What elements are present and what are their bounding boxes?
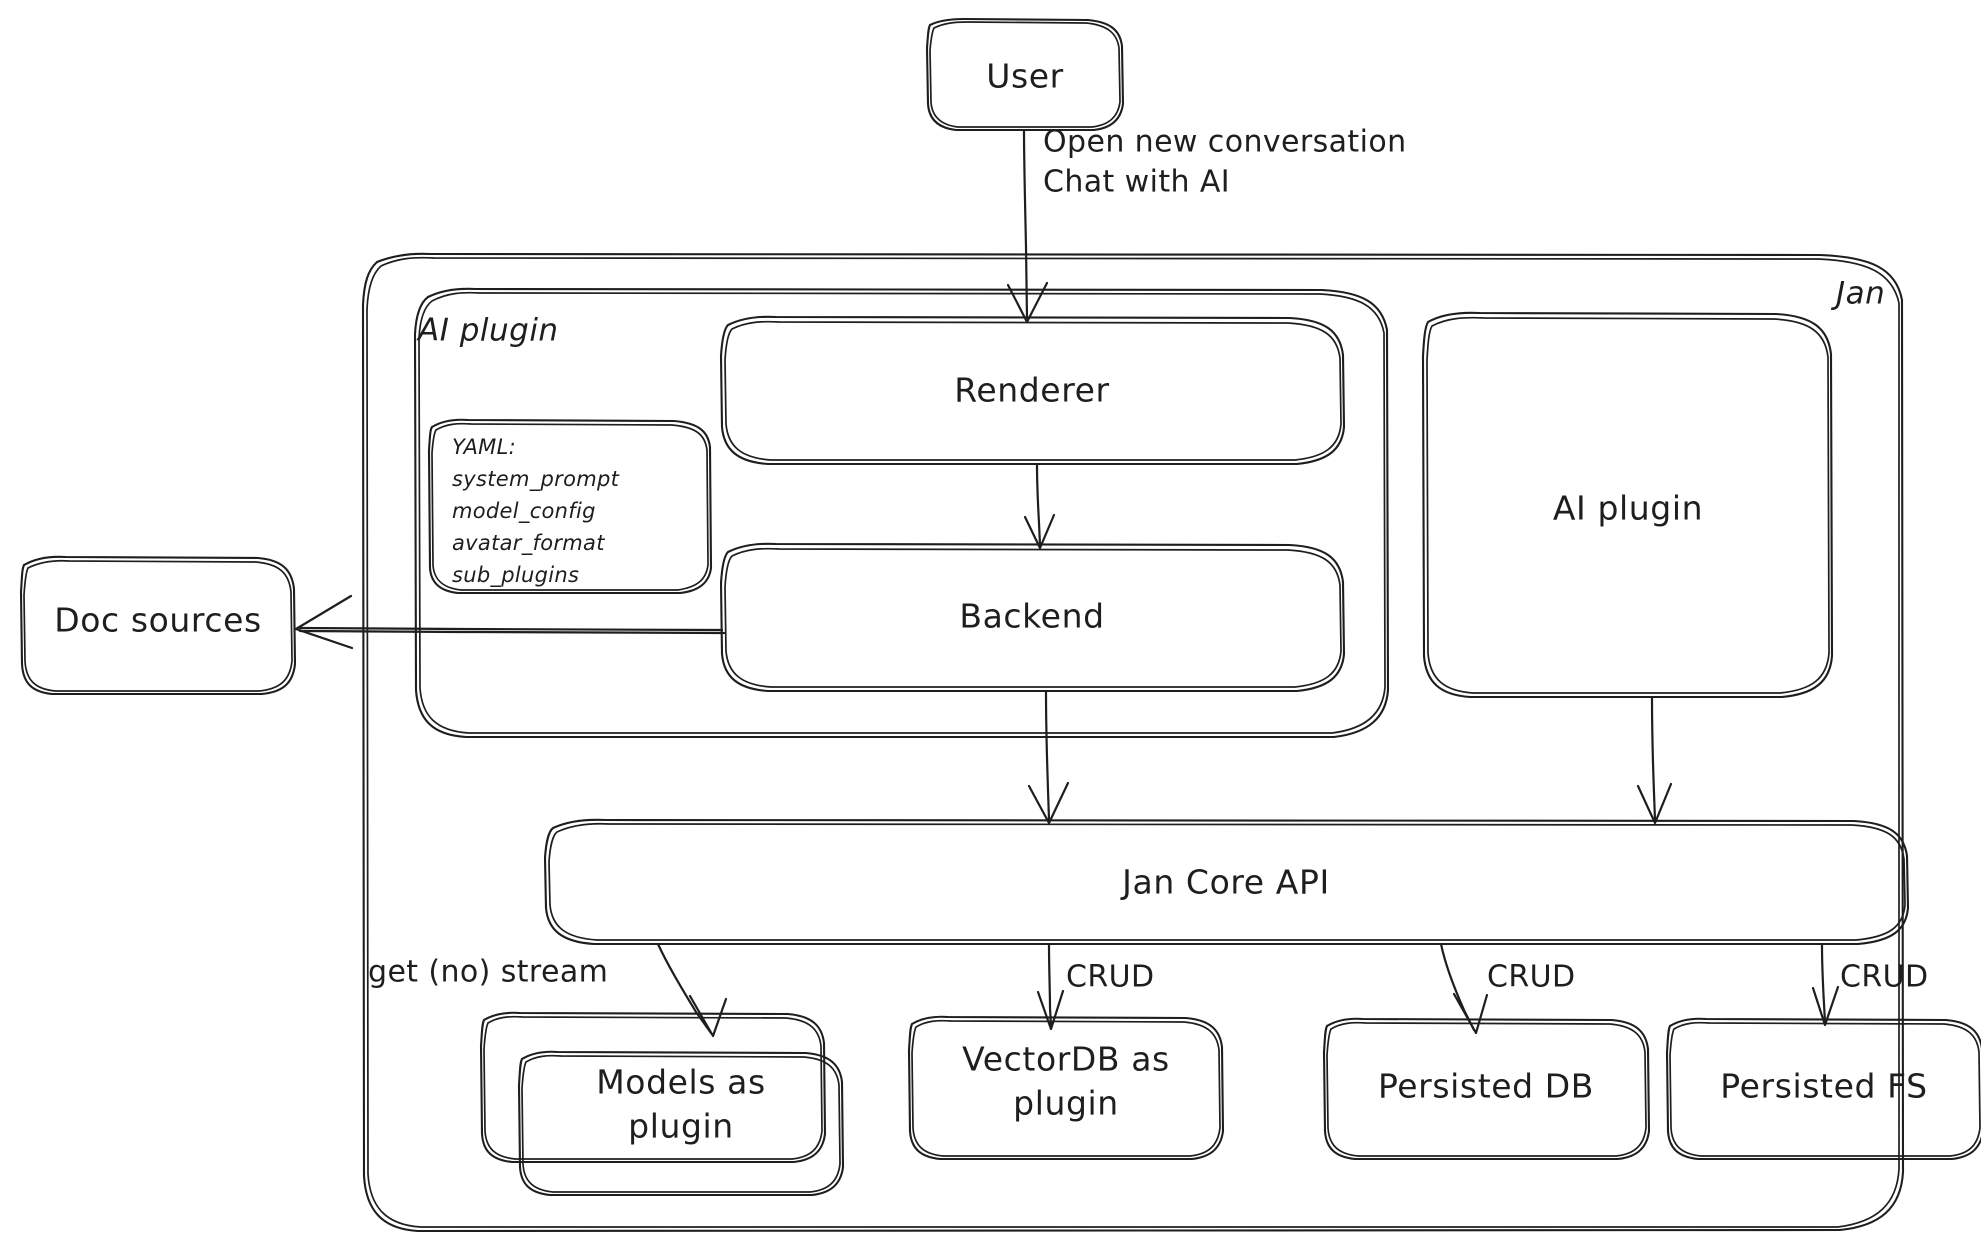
card-yaml-config (427, 418, 713, 595)
arrow-core-to-vectordb (1036, 943, 1065, 1031)
node-models-as-plugin-label-line2: plugin (628, 1107, 734, 1146)
yaml-item-system-prompt: system_prompt (452, 467, 620, 492)
node-models-as-plugin-label-line1: Models as (596, 1063, 766, 1102)
yaml-card-title: YAML: (452, 435, 516, 459)
node-vectordb-as-plugin-label-line1: VectorDB as (962, 1040, 1170, 1079)
edge-label-open-new-conversation: Open new conversation (1043, 125, 1407, 160)
arrow-core-to-persisted-fs (1811, 943, 1840, 1027)
arrow-core-to-models (656, 942, 728, 1038)
edge-label-crud-persisted-db: CRUD (1487, 960, 1575, 995)
node-models-as-plugin-backplate (479, 1011, 827, 1164)
container-ai-plugin-group (413, 287, 1390, 739)
node-renderer-label: Renderer (954, 371, 1109, 410)
yaml-item-sub-plugins: sub_plugins (452, 563, 579, 588)
container-ai-plugin-group-label: AI plugin (416, 313, 559, 349)
node-renderer[interactable] (719, 315, 1346, 466)
edge-label-crud-vectordb: CRUD (1066, 960, 1154, 995)
edge-label-chat-with-ai: Chat with AI (1043, 165, 1230, 200)
node-vectordb-as-plugin[interactable] (907, 1015, 1225, 1161)
node-persisted-db-label: Persisted DB (1378, 1067, 1594, 1106)
arrow-renderer-to-backend (1023, 463, 1056, 550)
yaml-item-model-config: model_config (452, 499, 596, 524)
arrow-backend-to-core-api (1027, 690, 1070, 825)
node-backend-label: Backend (959, 597, 1104, 636)
node-persisted-fs-label: Persisted FS (1720, 1067, 1927, 1106)
node-ai-plugin-box[interactable] (1421, 311, 1834, 699)
node-persisted-db[interactable] (1322, 1017, 1651, 1161)
node-vectordb-as-plugin-label-line2: plugin (1013, 1084, 1119, 1123)
container-jan-label: Jan (1830, 276, 1885, 312)
node-doc-sources[interactable] (19, 555, 297, 696)
node-persisted-fs[interactable] (1665, 1017, 1981, 1161)
node-user[interactable] (925, 17, 1125, 132)
node-user-label: User (986, 57, 1064, 96)
edge-label-crud-persisted-fs: CRUD (1840, 960, 1928, 995)
node-jan-core-api-label: Jan Core API (1120, 863, 1330, 902)
node-doc-sources-label: Doc sources (54, 601, 262, 640)
container-jan (361, 252, 1905, 1233)
arrow-core-to-persisted-db (1439, 942, 1489, 1035)
arrow-ai-plugin-to-core-api (1636, 696, 1673, 825)
node-jan-core-api[interactable] (543, 818, 1910, 946)
yaml-item-avatar-format: avatar_format (452, 531, 605, 556)
node-backend[interactable] (719, 542, 1346, 693)
edge-label-get-no-stream: get (no) stream (368, 955, 608, 990)
node-models-as-plugin[interactable] (517, 1050, 845, 1197)
node-ai-plugin-box-label: AI plugin (1553, 489, 1703, 528)
arrow-backend-to-doc-sources (294, 594, 726, 650)
